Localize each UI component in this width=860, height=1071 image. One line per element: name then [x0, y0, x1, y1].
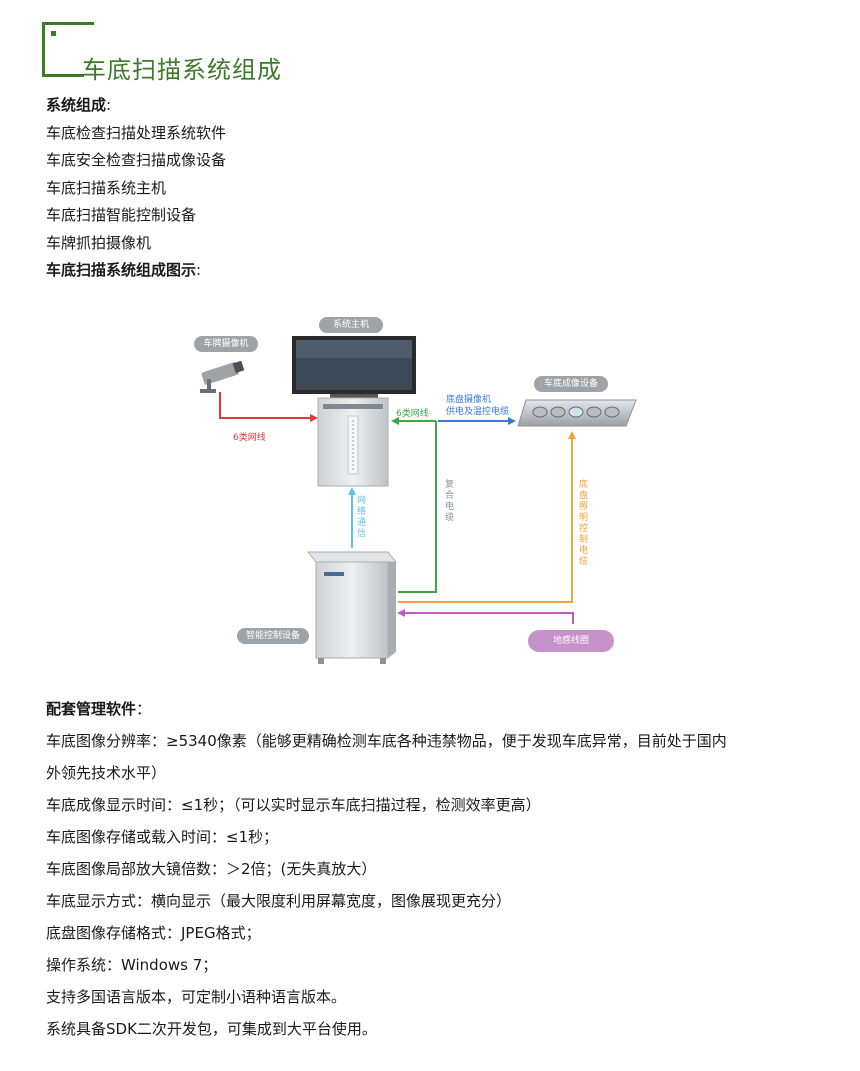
tag-camera: 车牌摄像机: [194, 336, 258, 352]
composition-heading-colon: :: [106, 96, 112, 114]
red-arrow-icon: [310, 414, 318, 422]
purple-arrow-icon: [397, 609, 405, 617]
composition-heading: 系统组成:: [46, 92, 226, 120]
green-cable-line: [398, 421, 437, 593]
diagram-heading: 车底扫描系统组成图示:: [46, 257, 226, 285]
tag-ground-loop: 地感线圈: [528, 630, 614, 652]
tag-imaging-device: 车底成像设备: [534, 376, 608, 392]
monitor-icon: [292, 336, 416, 398]
composition-section: 系统组成: 车底检查扫描处理系统软件 车底安全检查扫描成像设备 车底扫描系统主机…: [46, 92, 226, 285]
software-line: 车底图像局部放大镜倍数：＞2倍；(无失真放大）: [46, 860, 377, 878]
title-dot-decoration: [51, 31, 56, 36]
composition-item: 车牌抓拍摄像机: [46, 233, 152, 252]
software-heading-text: 配套管理软件: [46, 700, 137, 718]
camera-icon: [200, 360, 245, 393]
imaging-device-icon: [517, 399, 637, 427]
diagram-heading-colon: :: [196, 261, 202, 279]
software-line: 车底成像显示时间：≤1秒；（可以实时显示车底扫描过程，检测效率更高）: [46, 796, 541, 814]
software-line: 车底图像分辨率：≥5340像素（能够更精确检测车底各种违禁物品，便于发现车底异常…: [46, 732, 727, 750]
label-chassis-camera: 底盘摄像机: [446, 395, 492, 405]
controller-cabinet-icon: [306, 551, 398, 664]
software-line: 车底图像存储或载入时间：≤1秒；: [46, 828, 279, 846]
host-cabinet-icon: [317, 397, 389, 487]
purple-cable-line: [402, 612, 574, 624]
composition-item: 车底扫描系统主机: [46, 178, 167, 197]
red-cable-line: [219, 392, 314, 419]
software-line: 底盘图像存储格式：JPEG格式；: [46, 924, 261, 942]
blue-arrow-icon: [508, 417, 516, 425]
label-cat6-right: 6类网线: [396, 409, 429, 419]
system-diagram: 系统主机 车牌摄像机 车底成像设备 智能控制设备 地感线圈 6类网线 6类网线 …: [180, 300, 660, 680]
label-composite-cable: 复合电缆: [444, 480, 454, 523]
page-title: 车底扫描系统组成: [82, 56, 282, 84]
diagram-heading-text: 车底扫描系统组成图示: [46, 261, 197, 279]
composition-item: 车底扫描智能控制设备: [46, 206, 197, 224]
green-arrow-icon: [391, 417, 399, 425]
software-section: 配套管理软件： 车底图像分辨率：≥5340像素（能够更精确检测车底各种违禁物品，…: [46, 693, 836, 1045]
orange-arrow-icon: [568, 431, 576, 439]
tag-controller: 智能控制设备: [237, 628, 309, 644]
software-line: 系统具备SDK二次开发包，可集成到大平台使用。: [46, 1020, 377, 1038]
composition-item: 车底检查扫描处理系统软件: [46, 123, 227, 142]
orange-cable-line: [398, 437, 573, 603]
page-title-block: 车底扫描系统组成: [42, 22, 302, 84]
composition-heading-text: 系统组成: [46, 96, 107, 114]
software-line: 操作系统：Windows 7；: [46, 956, 218, 974]
label-power-temp-cable: 供电及温控电缆: [446, 407, 510, 417]
software-heading-colon: ：: [136, 700, 152, 718]
software-line: 外领先技术水平）: [46, 764, 167, 782]
title-frame-decoration-bottom: [42, 74, 84, 77]
cyan-arrow-icon: [348, 487, 356, 495]
tag-host: 系统主机: [319, 317, 383, 333]
title-frame-decoration: [42, 22, 94, 74]
software-heading: 配套管理软件：: [46, 693, 836, 725]
label-network: 网络通信: [356, 496, 366, 539]
software-line: 车底显示方式：横向显示（最大限度利用屏幕宽度，图像展现更充分）: [46, 892, 512, 910]
diagram-graphics: [200, 336, 637, 664]
software-line: 支持多国语言版本，可定制小语种语言版本。: [46, 988, 347, 1006]
label-cat6-left: 6类网线: [233, 433, 266, 443]
composition-item: 车底安全检查扫描成像设备: [46, 151, 227, 169]
label-lighting-cable: 底盘照明控制电缆: [578, 480, 588, 567]
